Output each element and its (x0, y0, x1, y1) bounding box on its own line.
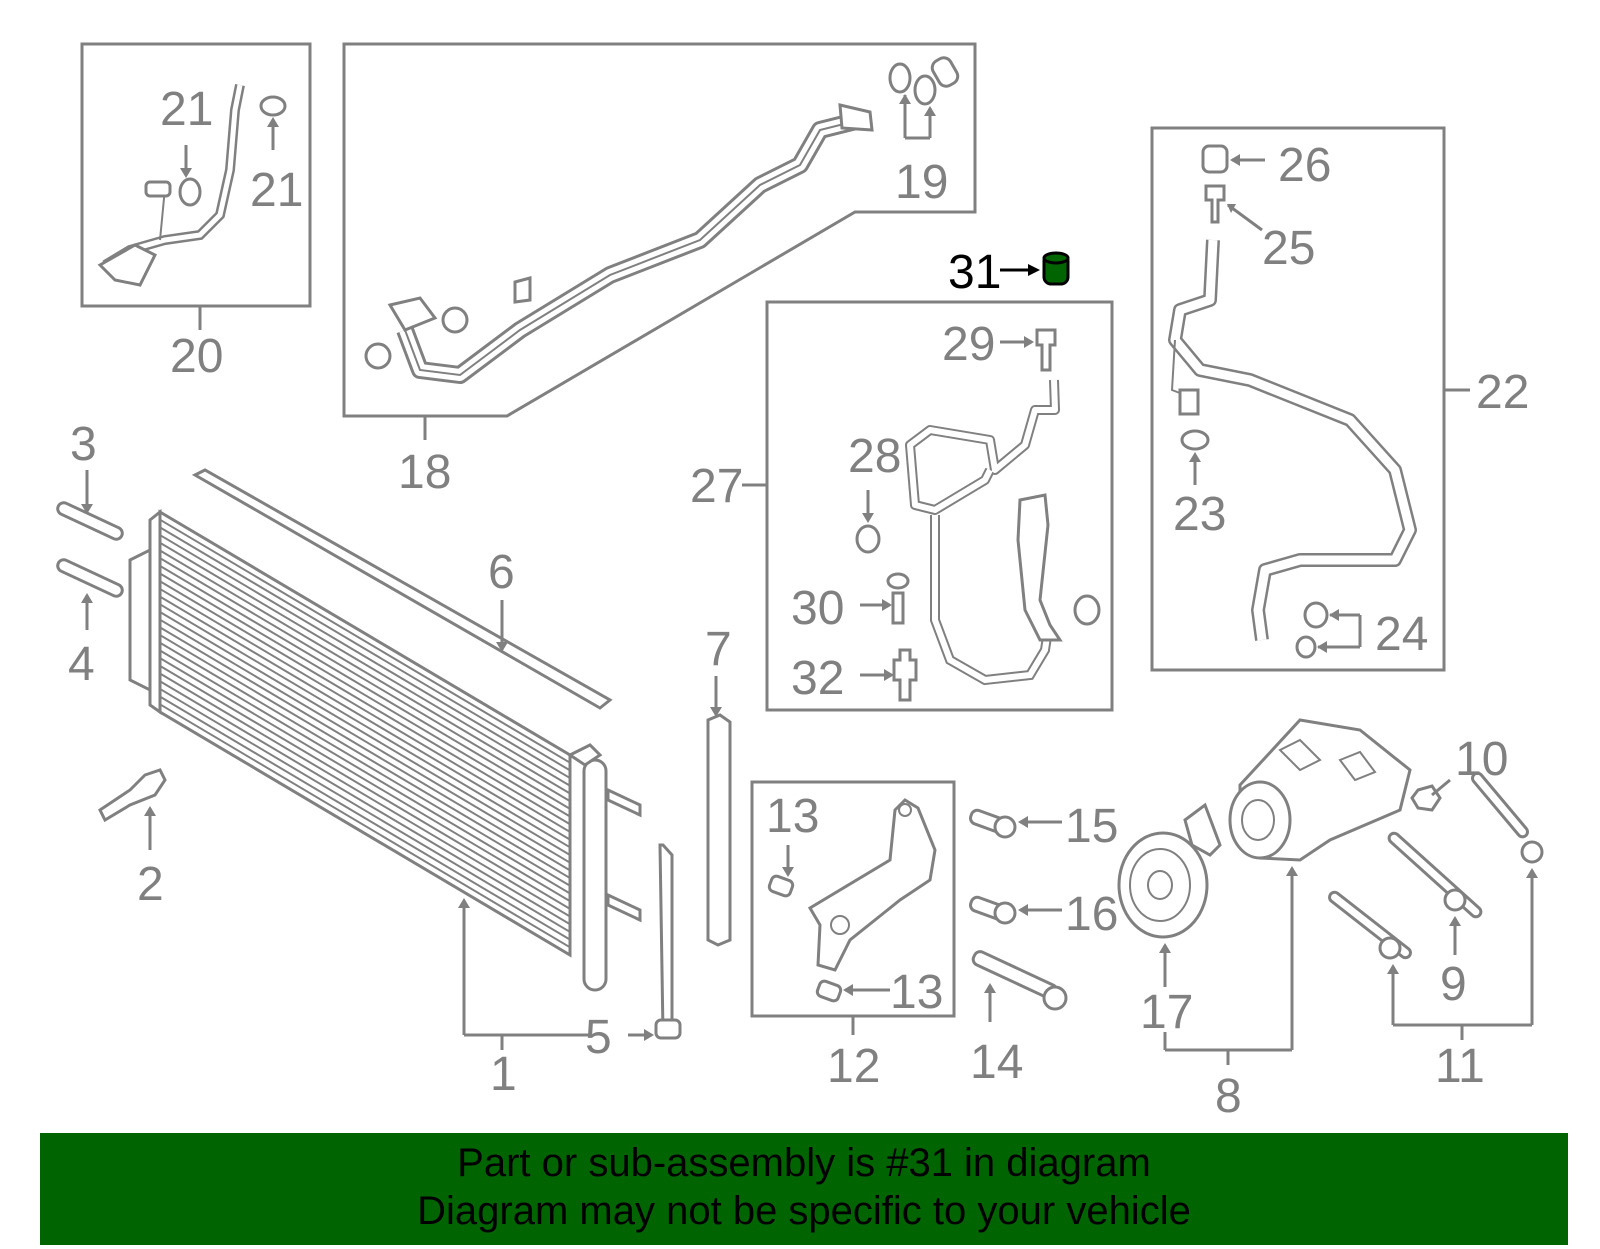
callout-29: 29 (942, 318, 995, 371)
condenser-fin (159, 664, 571, 910)
condenser-fin (159, 626, 571, 872)
callout-9: 9 (1440, 958, 1467, 1011)
group-27-box: 28 29 30 32 27 (690, 300, 1114, 712)
callout-12: 12 (827, 1040, 880, 1093)
condenser-fin (159, 672, 571, 918)
callout-23: 23 (1173, 488, 1226, 541)
condenser-fin (159, 603, 571, 849)
condenser-fin (159, 611, 571, 856)
callout-1: 1 (490, 1048, 517, 1101)
callout-32: 32 (791, 652, 844, 705)
condenser-fin (159, 641, 571, 887)
callout-20: 20 (170, 330, 223, 383)
condenser-fin (159, 595, 571, 841)
callout-21b: 21 (250, 164, 303, 217)
condenser-assembly: 6 1 (128, 468, 642, 1101)
callout-5: 5 (585, 1011, 612, 1064)
callout-31: 31 (948, 246, 1001, 299)
condenser-fin (159, 549, 571, 795)
bolts-14-15-16: 15 16 14 (969, 800, 1118, 1089)
callout-22: 22 (1476, 366, 1529, 419)
highlighted-part-31: 31 (948, 246, 1070, 299)
part-7: 7 (705, 623, 732, 947)
parts-diagram: 21 21 20 19 18 (56, 42, 1544, 1123)
group-18-box: 19 18 (342, 42, 977, 499)
bolts-3-4: 3 4 (56, 418, 124, 691)
callout-2: 2 (137, 858, 164, 911)
callout-18: 18 (398, 446, 451, 499)
condenser-fin (159, 618, 571, 864)
banner-line-1: Part or sub-assembly is #31 in diagram (457, 1141, 1151, 1185)
part-5: 5 (585, 843, 682, 1064)
group-20-box: 21 21 20 (80, 42, 312, 383)
callout-26: 26 (1278, 139, 1331, 192)
condenser-fin (159, 518, 571, 764)
callout-24: 24 (1375, 608, 1428, 661)
callout-15: 15 (1065, 800, 1118, 853)
condenser-fin (159, 657, 571, 903)
callout-6: 6 (488, 546, 515, 599)
condenser-fin (159, 534, 571, 779)
bolts-9-10-11: 10 9 11 (1328, 733, 1544, 1093)
condenser-fin (159, 695, 571, 941)
callout-13b: 13 (890, 966, 943, 1019)
callout-27: 27 (690, 460, 743, 513)
condenser-fin (159, 703, 571, 949)
callout-4: 4 (68, 638, 95, 691)
callout-25: 25 (1262, 222, 1315, 275)
condenser-fin (159, 564, 571, 810)
info-banner: Part or sub-assembly is #31 in diagram D… (40, 1133, 1568, 1245)
callout-10: 10 (1455, 733, 1508, 786)
callout-17: 17 (1140, 986, 1193, 1039)
condenser-fin (159, 649, 571, 895)
callout-3: 3 (70, 418, 97, 471)
condenser-fin (159, 557, 571, 803)
callout-14: 14 (970, 1036, 1023, 1089)
group-22-box: 26 25 22 23 24 (1150, 126, 1529, 672)
part-2: 2 (98, 768, 167, 911)
callout-16: 16 (1065, 888, 1118, 941)
callout-11: 11 (1435, 1040, 1485, 1093)
callout-21a: 21 (160, 83, 213, 136)
condenser-fin (159, 588, 571, 833)
compressor-assembly: 17 8 (1117, 718, 1412, 1123)
callout-7: 7 (705, 623, 732, 676)
condenser-fin (159, 634, 571, 879)
condenser-fin (159, 541, 571, 787)
condenser-fin (159, 680, 571, 926)
condenser-fin (159, 688, 571, 933)
group-12-box: 13 13 12 (750, 780, 956, 1093)
callout-8: 8 (1215, 1070, 1242, 1123)
callout-28: 28 (848, 430, 901, 483)
callout-19: 19 (895, 156, 948, 209)
condenser-fin (159, 526, 571, 772)
callout-13a: 13 (766, 790, 819, 843)
condenser-fin (159, 572, 571, 818)
callout-30: 30 (791, 582, 844, 635)
condenser-fin (159, 580, 571, 826)
banner-line-2: Diagram may not be specific to your vehi… (417, 1189, 1191, 1233)
